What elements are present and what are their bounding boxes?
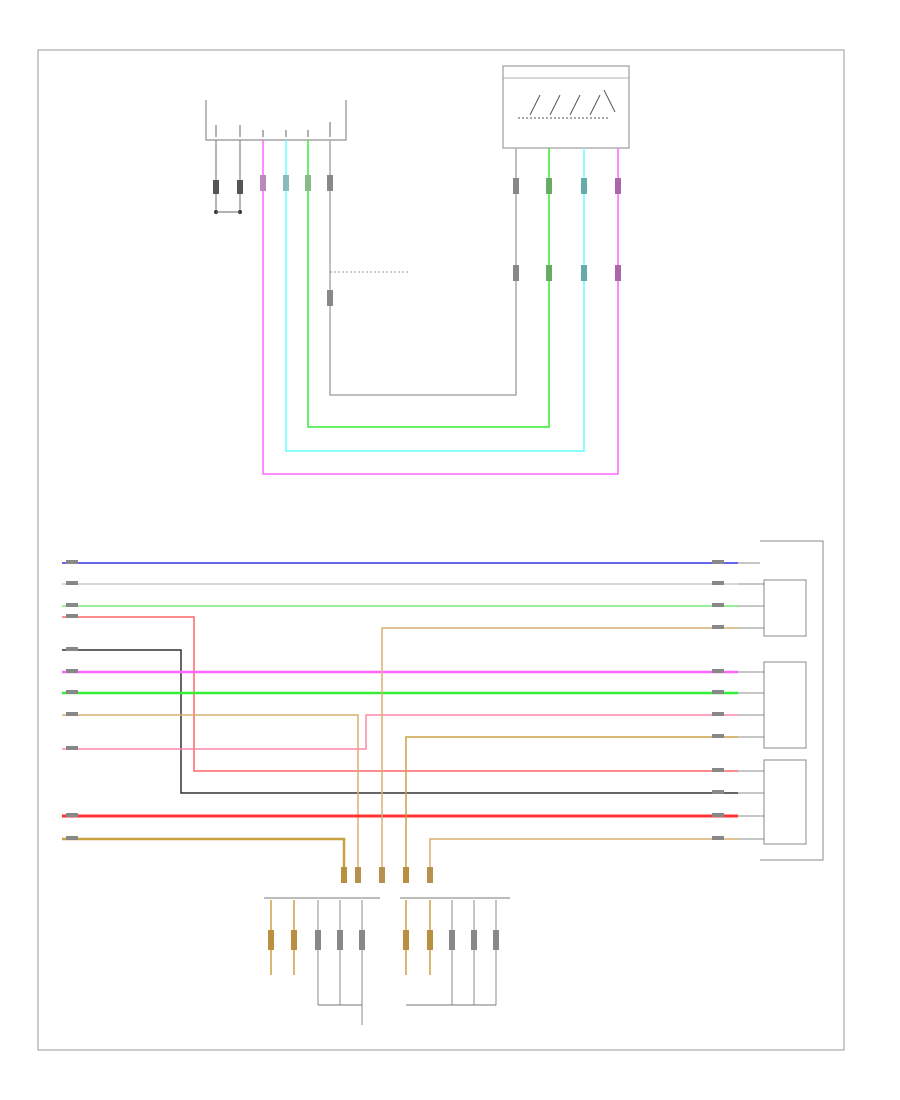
top-wire-tags (260, 175, 621, 306)
diagram-frame (37, 49, 845, 1051)
left-pin-markers (66, 560, 78, 840)
horizontal-wires (62, 562, 738, 870)
ground-wires (213, 140, 243, 214)
motor-box-2 (763, 661, 807, 749)
switch-contacts (518, 89, 616, 119)
harness-pins (215, 122, 331, 137)
motor-box-1 (763, 579, 807, 637)
wire-gray-loop (329, 140, 517, 396)
motor-box-3 (763, 759, 807, 845)
wire-tan-feed-1 (381, 627, 738, 870)
wire-goldtan (62, 837, 346, 870)
bottom-trunk-tags (341, 867, 433, 883)
wire-dark (62, 649, 738, 794)
wire-pink (62, 714, 738, 750)
wire-green-loop (307, 140, 550, 428)
motor-assembly-right (738, 540, 824, 861)
wire-tag (213, 180, 219, 194)
wire-cyan-loop (285, 140, 585, 452)
wire-magenta-loop (262, 140, 619, 475)
wire-tan-drop (62, 714, 359, 870)
top-loop-wires (262, 140, 619, 475)
module-bottom-left (264, 897, 380, 1025)
module-bottom-right (400, 897, 510, 1006)
switch-box-top-right (502, 65, 630, 149)
right-pin-markers (712, 560, 724, 840)
wire-tan-feed-2 (429, 838, 738, 870)
harness-connector-top-left (205, 100, 347, 141)
wire-tag (237, 180, 243, 194)
wire-goldtan-feed (405, 736, 738, 870)
